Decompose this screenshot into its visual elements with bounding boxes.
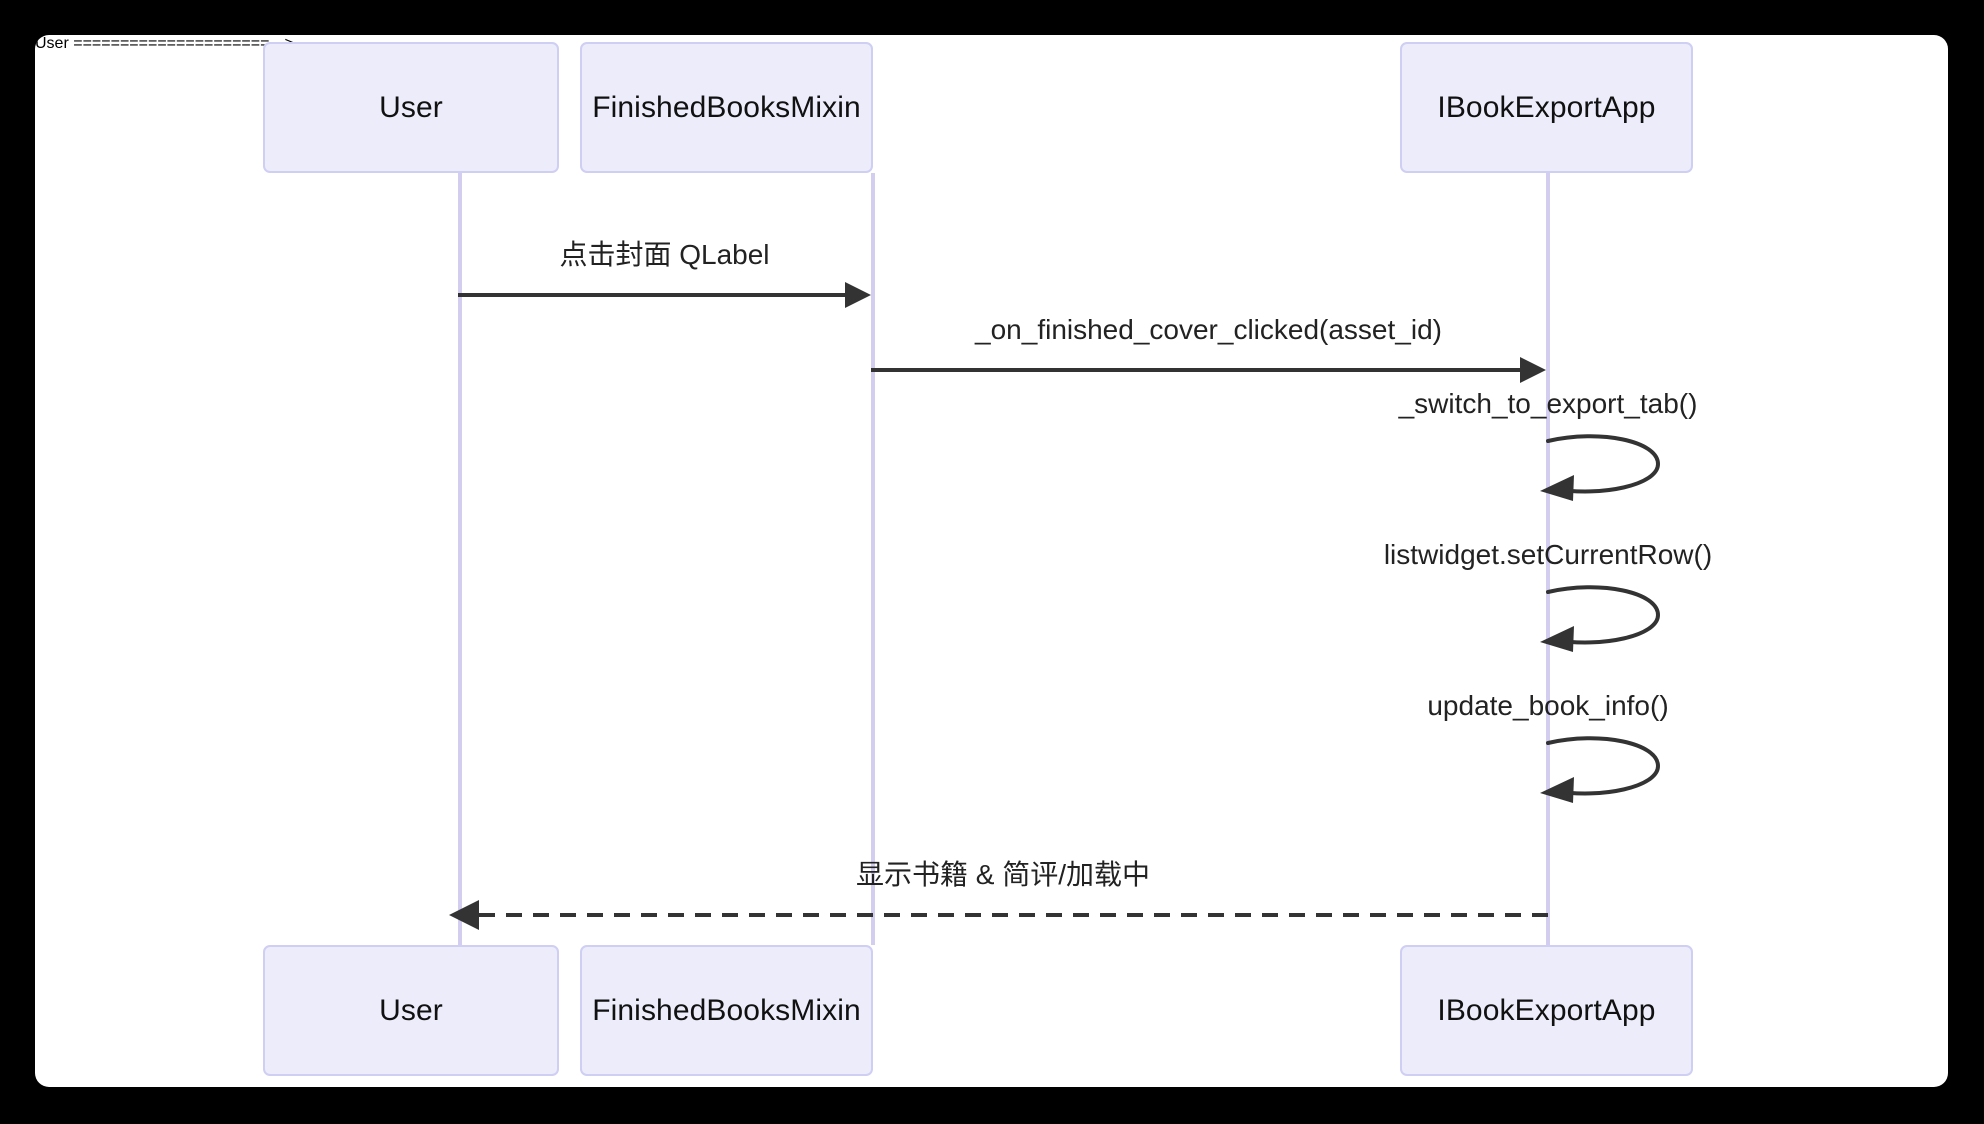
participant-footer-ibookexportapp[interactable]: IBookExportApp xyxy=(1400,945,1693,1076)
participant-header-user-label: User xyxy=(379,91,443,124)
participant-footer-finishedbooksmixin-label: FinishedBooksMixin xyxy=(592,994,861,1027)
message-selfcall-switch-to-export-tab xyxy=(1540,434,1661,501)
lifeline-ibookexportapp xyxy=(1546,173,1550,945)
message-arrow-click-cover xyxy=(458,282,871,308)
participant-header-user[interactable]: User xyxy=(263,42,559,173)
participant-header-ibookexportapp-label: IBookExportApp xyxy=(1437,91,1656,124)
participant-footer-user-label: User xyxy=(379,994,443,1027)
participant-header-ibookexportapp[interactable]: IBookExportApp xyxy=(1400,42,1693,173)
message-label-click-cover: 点击封面 QLabel xyxy=(559,239,770,270)
message-arrow-show-book-and-review xyxy=(449,900,1548,930)
message-selfcall-update-book-info xyxy=(1540,736,1661,803)
message-label-show-book-and-review: 显示书籍 & 简评/加载中 xyxy=(855,859,1150,890)
participant-header-finishedbooksmixin-label: FinishedBooksMixin xyxy=(592,91,861,124)
message-arrow-on-finished-cover-clicked xyxy=(871,357,1546,383)
sequence-diagram-canvas: User FinishedBooksMixin IBookExportApp 点… xyxy=(35,35,1948,1087)
participant-footer-ibookexportapp-label: IBookExportApp xyxy=(1437,994,1656,1027)
participant-footer-user[interactable]: User xyxy=(263,945,559,1076)
message-label-update-book-info: update_book_info() xyxy=(1427,690,1669,721)
message-label-set-current-row: listwidget.setCurrentRow() xyxy=(1383,539,1713,570)
lifeline-user xyxy=(458,173,462,945)
message-label-switch-to-export-tab: _switch_to_export_tab() xyxy=(1398,388,1698,419)
participant-footer-finishedbooksmixin[interactable]: FinishedBooksMixin xyxy=(580,945,873,1076)
lifeline-finishedbooksmixin xyxy=(871,173,875,945)
participant-header-finishedbooksmixin[interactable]: FinishedBooksMixin xyxy=(580,42,873,173)
diagram-frame: User FinishedBooksMixin IBookExportApp 点… xyxy=(35,35,1948,1087)
message-label-on-finished-cover-clicked: _on_finished_cover_clicked(asset_id) xyxy=(975,314,1442,345)
message-selfcall-set-current-row xyxy=(1540,585,1661,652)
